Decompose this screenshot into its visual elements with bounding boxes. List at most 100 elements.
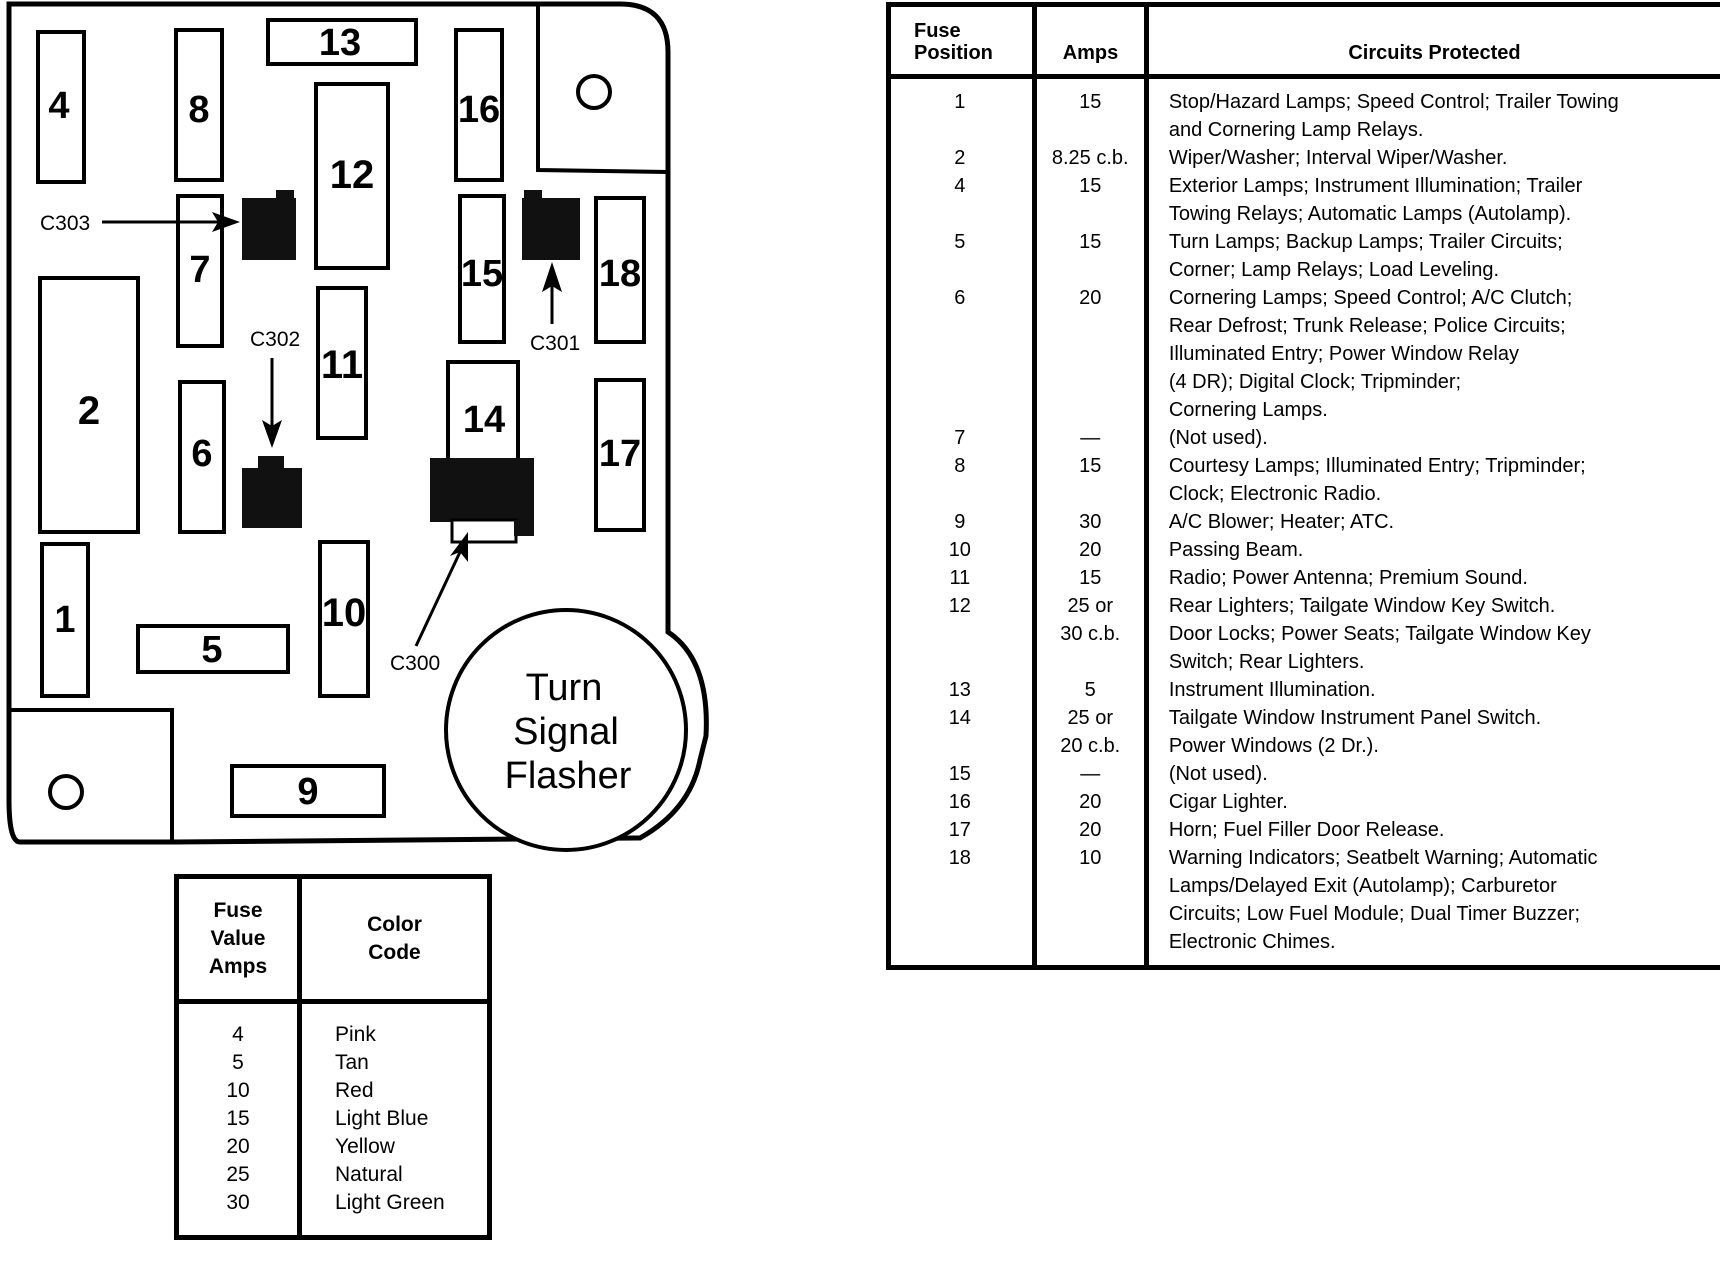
circuit-line: Door Locks; Power Seats; Tailgate Window… [1168, 623, 1591, 645]
fuse-position-cell: 13 [948, 679, 971, 701]
color-cell: Pink [335, 1023, 376, 1046]
fuse-11-label: 11 [321, 343, 363, 387]
header-line: Fuse [914, 20, 961, 42]
fuse-8: 8 [174, 28, 224, 182]
fuse-panel-diagram: 4 8 13 16 12 7 15 18 2 11 6 14 [6, 1, 709, 852]
fuse-9-label: 9 [297, 771, 318, 813]
circuit-line: Warning Indicators; Seatbelt Warning; Au… [1168, 847, 1598, 869]
mounting-hole-bottom-left [48, 774, 84, 810]
circuit-line: Circuits; Low Fuel Module; Dual Timer Bu… [1168, 903, 1581, 925]
fuse-11: 11 [316, 286, 368, 440]
amps-cell: 30 [226, 1191, 250, 1214]
fuse-15-label: 15 [461, 253, 503, 295]
fuse-10: 10 [318, 540, 370, 698]
circuits-cell: Wiper/Washer; Interval Wiper/Washer. [1147, 144, 1720, 172]
mounting-corner-top [536, 4, 669, 174]
header-line: Value [210, 927, 266, 950]
fuse-position-cell: 17 [948, 819, 971, 841]
fuse-position-cell: 11 [949, 567, 971, 589]
circuits-cell: Warning Indicators; Seatbelt Warning; Au… [1147, 844, 1720, 956]
circuits-cell: Passing Beam. [1147, 536, 1720, 564]
circuit-line: Clock; Electronic Radio. [1168, 483, 1382, 505]
connector-c303 [242, 190, 296, 260]
arrow-c300 [414, 532, 468, 647]
amps-cell: 20 [226, 1135, 250, 1158]
fuse-position-cell [886, 732, 1034, 760]
fuse-10-label: 10 [322, 591, 367, 635]
circuit-line: Corner; Lamp Relays; Load Leveling. [1168, 259, 1500, 281]
fuse-2-label: 2 [78, 389, 100, 433]
fuse-15: 15 [458, 194, 506, 344]
fuse-14: 14 [446, 360, 520, 464]
circuit-line: and Cornering Lamp Relays. [1168, 119, 1424, 141]
arrow-c303 [102, 212, 240, 232]
circuit-line: Horn; Fuel Filler Door Release. [1168, 819, 1445, 841]
amps-cell: 25 [226, 1163, 250, 1186]
fuse-position-cell: 1 [954, 91, 966, 113]
circuit-line: Radio; Power Antenna; Premium Sound. [1168, 567, 1528, 589]
circuit-line: Tailgate Window Instrument Panel Switch. [1168, 707, 1542, 729]
fuse-7: 7 [176, 194, 224, 348]
connector-label-c300: C300 [390, 652, 440, 675]
header-line: Fuse [213, 899, 263, 922]
flasher-label-line1: Turn [526, 667, 603, 709]
amps-cell: 5 [1084, 679, 1096, 701]
fuse-8-label: 8 [188, 89, 209, 131]
column-divider [297, 879, 302, 1235]
fuse-position-cell: 6 [954, 287, 966, 309]
color-cell: Red [335, 1079, 374, 1102]
table-row: 15—(Not used). [886, 760, 1720, 788]
table-row: 11 15 Radio; Power Antenna; Premium Sound. [886, 564, 1720, 592]
amps-cell: 20 [1079, 791, 1102, 813]
header-circuits-protected: Circuits Protected [1348, 42, 1521, 64]
circuit-line: Passing Beam. [1168, 539, 1304, 561]
amps-cell: 15 [1079, 567, 1102, 589]
circuit-line: Instrument Illumination. [1168, 679, 1376, 701]
table-row: 10 Red [179, 1077, 487, 1105]
header-divider [179, 999, 487, 1004]
amps-cell: — [1080, 427, 1101, 449]
amps-cell: 20 [1079, 539, 1102, 561]
color-cell: Light Blue [335, 1107, 429, 1130]
fuse-position-cell: 7 [954, 427, 966, 449]
table-row: 7 — (Not used). [886, 424, 1720, 452]
arrow-c301 [542, 262, 562, 324]
amps-cell: 20 [1079, 287, 1102, 309]
circuit-line: Exterior Lamps; Instrument Illumination;… [1168, 175, 1583, 197]
circuit-line: Lamps/Delayed Exit (Autolamp); Carbureto… [1168, 875, 1557, 897]
amps-cell: 10 [226, 1079, 250, 1102]
circuit-line: A/C Blower; Heater; ATC. [1168, 511, 1395, 533]
amps-cell: 25 or [1067, 595, 1114, 617]
amps-cell: 15 [1079, 175, 1102, 197]
flasher-label-line3: Flasher [505, 755, 632, 797]
circuits-cell: (Not used). [1147, 424, 1720, 452]
fuse-position-cell: 5 [954, 231, 966, 253]
circuits-cell: Power Windows (2 Dr.). [1147, 732, 1720, 760]
header-amps: Amps [1062, 42, 1119, 64]
fuse-position-cell: 8 [954, 455, 966, 477]
circuit-line: Cornering Lamps. [1168, 399, 1328, 421]
header-line: Position [914, 42, 993, 64]
fuse-4-label: 4 [48, 85, 69, 127]
fuse-position-cell [886, 620, 1034, 676]
fuse-5: 5 [136, 624, 290, 674]
mounting-hole-top-right [576, 74, 612, 110]
circuits-cell: Turn Lamps; Backup Lamps; Trailer Circui… [1147, 228, 1720, 284]
amps-cell: 15 [1079, 91, 1102, 113]
table-row: 20 c.b.Power Windows (2 Dr.). [886, 732, 1720, 760]
circuits-cell: Stop/Hazard Lamps; Speed Control; Traile… [1147, 88, 1720, 144]
fuse-14-label: 14 [463, 399, 505, 441]
fuse-12: 12 [314, 82, 390, 270]
header-line: Color [367, 913, 422, 936]
